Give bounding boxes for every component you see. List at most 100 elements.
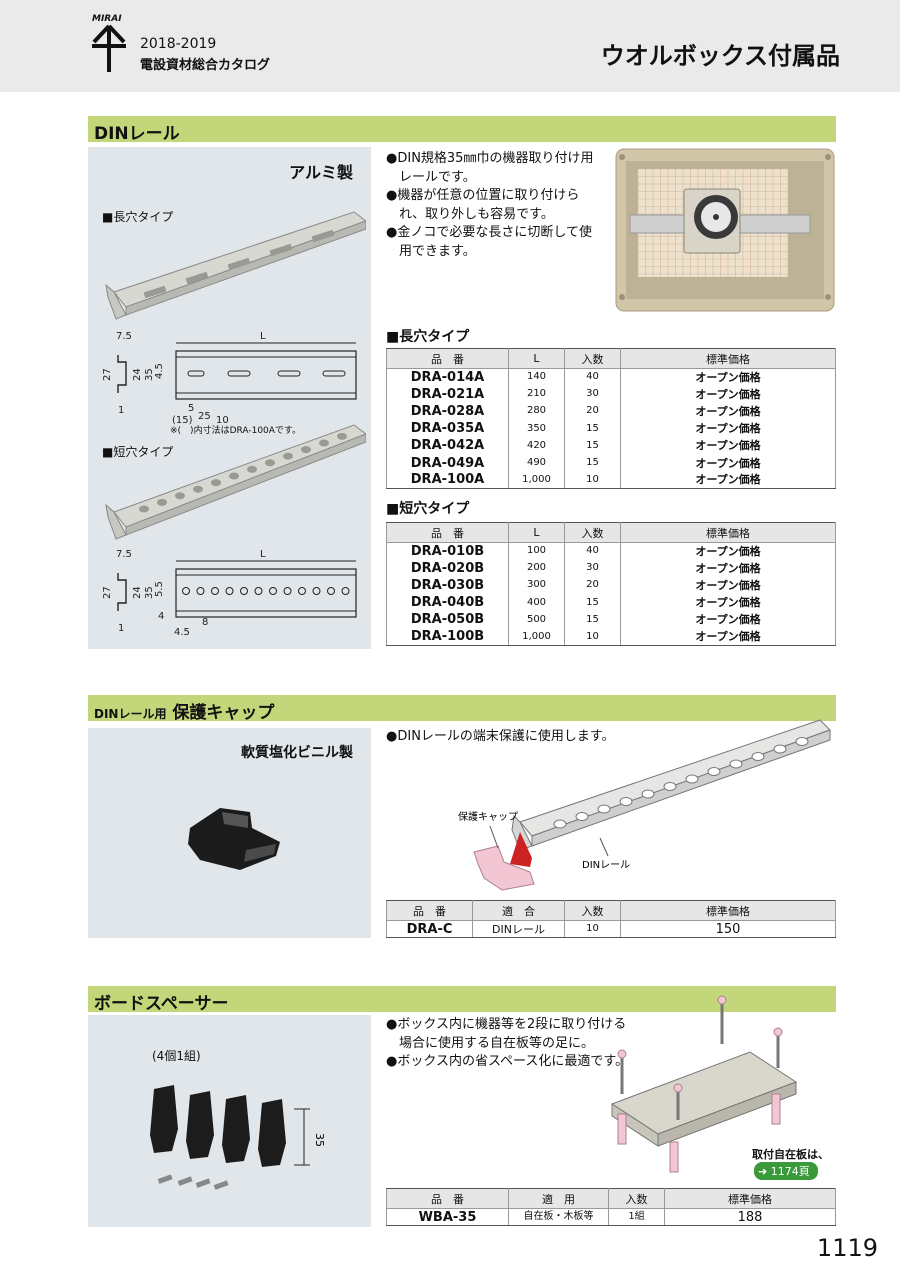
din-rail-features: ●DIN規格35㎜巾の機器取り付け用レールです。 ●機器が任意の位置に取り付けら…	[386, 150, 598, 261]
dim-long-3: 35	[144, 368, 155, 381]
feature-item: ●DIN規格35㎜巾の機器取り付け用レールです。	[386, 151, 594, 185]
cell-price: オープン価格	[620, 454, 836, 472]
cell-price: 188	[664, 1208, 836, 1227]
cell-price: 150	[620, 920, 836, 939]
col-price: 標準価格	[620, 522, 836, 543]
cap-material: 軟質塩化ビニル製	[241, 745, 353, 761]
cell-price: オープン価格	[620, 402, 836, 421]
spacer-board-illustration	[610, 995, 798, 1173]
cell-price: オープン価格	[620, 628, 836, 647]
cell-qty: 10	[564, 628, 621, 647]
col-use: 適 用	[508, 1188, 609, 1209]
dim-long-7: (15)	[172, 415, 193, 426]
col-length: L	[508, 348, 565, 369]
cell-code: DRA-050B	[386, 611, 509, 629]
cell-code: DRA-049A	[386, 454, 509, 472]
cell-price: オープン価格	[620, 471, 836, 490]
table-row: DRA-C DINレール 10 150	[386, 920, 836, 939]
dim-long-5: 1	[118, 405, 124, 416]
section-cap-title: DINレール用 保護キャップ	[88, 695, 836, 723]
spacer-image-panel: (4個1組) 35	[88, 1015, 371, 1227]
cell-length: 300	[508, 576, 565, 595]
table-row: WBA-35 自在板・木板等 1組 188	[386, 1208, 836, 1227]
section-din-rail-title: DINレール	[88, 116, 836, 144]
long-type-heading: ■長穴タイプ	[386, 329, 470, 345]
dim-long-0: 7.5	[116, 331, 132, 342]
cell-length: 280	[508, 402, 565, 421]
col-qty: 入数	[564, 348, 621, 369]
page-header: MIRAI 2018-2019 電設資材総合カタログ ウオルボックス付属品	[0, 0, 900, 92]
enclosure-with-timer-photo	[615, 148, 835, 312]
cell-length: 420	[508, 437, 565, 455]
col-code: 品 番	[386, 522, 509, 543]
cell-code: DRA-C	[386, 920, 473, 939]
mirai-logo-icon	[92, 24, 126, 72]
cell-length: 1,000	[508, 471, 565, 490]
cell-qty: 15	[564, 594, 621, 612]
cell-use: 自在板・木板等	[508, 1208, 609, 1227]
feature-item: ●金ノコで必要な長さに切断して使用できます。	[386, 225, 592, 259]
cell-price: オープン価格	[620, 542, 836, 560]
cell-qty: 10	[564, 920, 621, 939]
table-header-row: 品 番 適 合 入数 標準価格	[386, 900, 836, 921]
feature-item: ●機器が任意の位置に取り付けられ、取り外しも容易です。	[386, 188, 580, 222]
cell-price: オープン価格	[620, 594, 836, 612]
mounting-board-ref-text: 取付自在板は、	[752, 1148, 829, 1161]
arrow-right-icon: ➜	[758, 1165, 768, 1178]
dim-short-3: 35	[144, 586, 155, 599]
brand-name: MIRAI	[92, 14, 122, 24]
short-hole-rail-illustration	[105, 424, 366, 540]
spacer-set-note: (4個1組)	[152, 1049, 201, 1063]
dim-short-5: 1	[118, 623, 124, 634]
cell-code: DRA-010B	[386, 542, 509, 560]
cell-qty: 15	[564, 611, 621, 629]
dim-long-6: 5	[188, 403, 194, 414]
black-spacers-photo: 35	[150, 1085, 326, 1190]
short-hole-dimension-drawing: 7.5 27 24 35 5.5 1 4 4.5 8 L	[102, 549, 357, 638]
dim-long-1: 27	[102, 368, 113, 381]
dim-short-7: 4.5	[174, 627, 190, 638]
cell-qty: 30	[564, 559, 621, 577]
cell-qty: 15	[564, 420, 621, 438]
cap-image-panel: 軟質塩化ビニル製	[88, 728, 371, 938]
spacer-table: 品 番 適 用 入数 標準価格 WBA-35 自在板・木板等 1組 188	[386, 1188, 836, 1227]
short-type-label: ■短穴タイプ	[102, 445, 174, 459]
cell-qty: 20	[564, 402, 621, 421]
black-cap-photo	[188, 808, 280, 870]
cell-code: DRA-040B	[386, 594, 509, 612]
col-qty: 入数	[608, 1188, 665, 1209]
feature-item: ●ボックス内に機器等を2段に取り付ける場合に使用する自在板等の足に。	[386, 1017, 627, 1051]
long-slot-rail-illustration	[105, 211, 366, 320]
cell-price: オープン価格	[620, 576, 836, 595]
cell-length: 210	[508, 385, 565, 403]
dim-short-4: 5.5	[154, 581, 165, 597]
page-ref-badge[interactable]: ➜ 1174頁	[754, 1162, 818, 1180]
dim-short-0: 7.5	[116, 549, 132, 560]
cell-length: 200	[508, 559, 565, 577]
din-rail-image-panel: アルミ製 ■長穴タイプ 7.5 27 24 35 4.5 1	[88, 147, 371, 649]
col-price: 標準価格	[664, 1188, 836, 1209]
col-code: 品 番	[386, 900, 473, 921]
col-qty: 入数	[564, 522, 621, 543]
dim-short-8: 8	[202, 617, 208, 628]
cell-code: DRA-020B	[386, 559, 509, 577]
dim-short-1: 27	[102, 586, 113, 599]
din-rail-note: ※( )内寸法はDRA-100Aです。	[170, 426, 302, 436]
cell-code: DRA-042A	[386, 437, 509, 455]
section-spacer-title: ボードスペーサー	[88, 986, 836, 1014]
cap-table: 品 番 適 合 入数 標準価格 DRA-C DINレール 10 150	[386, 900, 836, 939]
cell-length: 140	[508, 368, 565, 386]
cell-code: DRA-100B	[386, 628, 509, 647]
cap-callout-label: 保護キャップ	[458, 810, 518, 823]
cell-qty: 20	[564, 576, 621, 595]
table-header-row: 品 番 適 用 入数 標準価格	[386, 1188, 836, 1209]
cell-code: DRA-030B	[386, 576, 509, 595]
cell-length: 400	[508, 594, 565, 612]
